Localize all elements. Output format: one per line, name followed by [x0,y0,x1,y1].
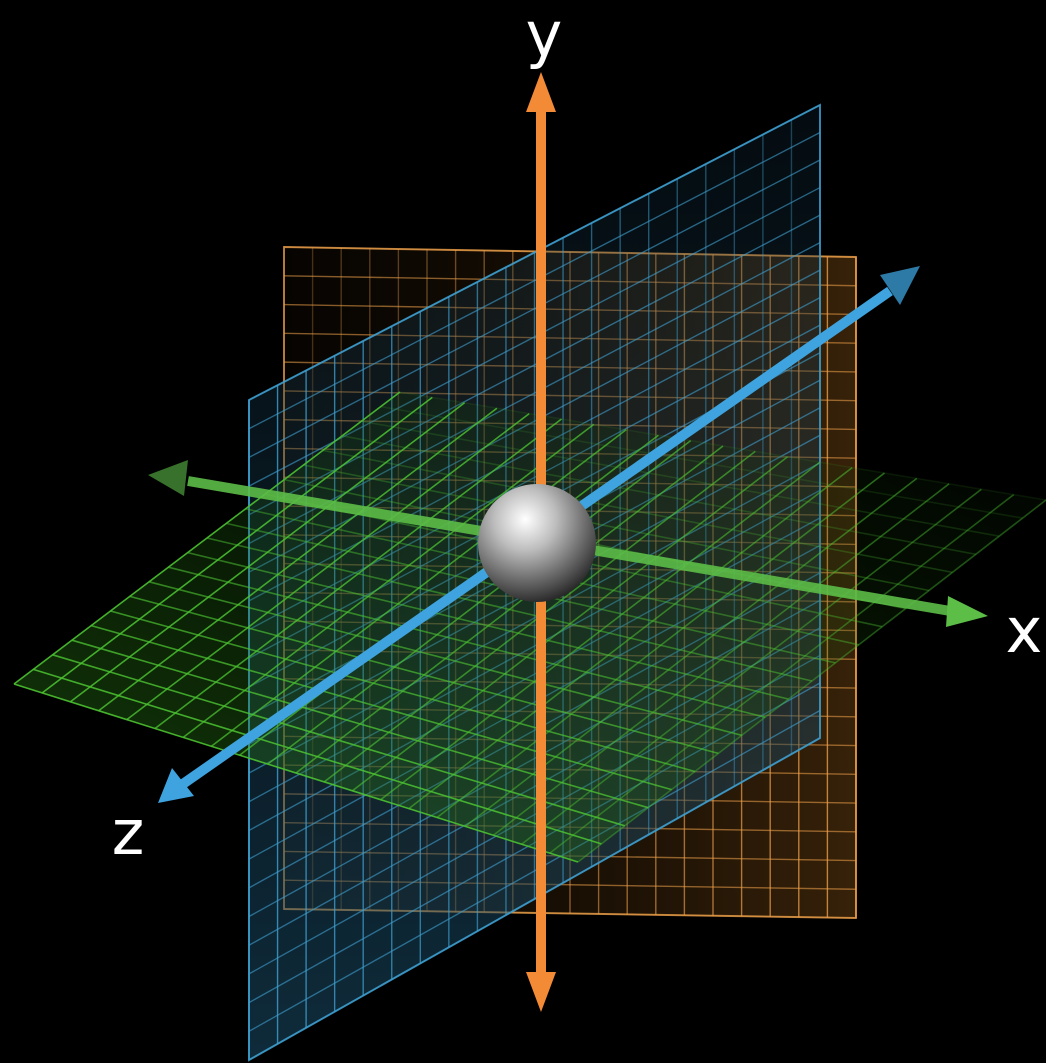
x-axis-arrowhead [946,596,988,627]
y-axis-label: y [526,0,563,71]
y-axis-arrowhead-negative [526,972,556,1012]
x-axis-label: x [1006,594,1043,667]
xz-plane-grid [13,391,1046,863]
z-axis-label: z [112,796,145,869]
grid-line [322,449,953,574]
grid-line [380,405,1023,519]
x-axis-arrowhead-negative [148,460,188,496]
grid-line [129,595,719,755]
grid-line [168,566,766,718]
grid-line [341,435,976,556]
grid-line [13,683,579,863]
origin-sphere [478,484,596,602]
grid-line [303,464,930,592]
grid-line [206,537,813,682]
grid-line [187,551,789,700]
grid-line [361,420,1000,537]
grid-line [248,159,821,459]
grid-line [90,624,672,791]
z-axis-arrowhead [158,768,194,803]
grid-line [248,709,821,1032]
grid-line [71,639,649,809]
y-axis-arrowhead [526,72,556,112]
grid-line [148,581,743,737]
grid-line [248,131,821,430]
z-axis-arrowhead-negative [880,266,920,305]
grid-line [110,610,696,773]
grid-line [33,668,602,845]
grid-line [52,654,626,827]
grid-line [399,391,1046,501]
